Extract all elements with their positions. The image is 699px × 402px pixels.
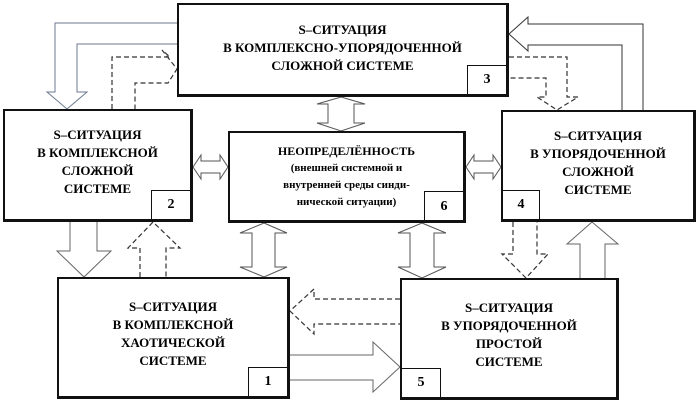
box1-line-3: ХАОТИЧЕСКОЙ [121, 334, 225, 350]
box3-line-1: S–СИТУАЦИЯ [298, 21, 387, 37]
arrow-1-to-5 [290, 340, 401, 394]
box-uncertainty: НЕОПРЕДЕЛЁННОСТЬ (внешней системной и вн… [228, 131, 466, 223]
box2-line-4: СИСТЕМЕ [63, 181, 132, 196]
box3-line-2: В КОМПЛЕКСНО-УПОРЯДОЧЕННОЙ [223, 39, 462, 55]
box6-line-3: внутренней среды синди- [283, 178, 410, 191]
box4-line-2: В УПОРЯДОЧЕННОЙ [530, 145, 666, 161]
arrow-4-to-5 [500, 222, 550, 279]
arrow-5-to-1 [289, 287, 400, 336]
box1-line-2: В КОМПЛЕКСНОЙ [112, 316, 234, 332]
box-ordered-complex-system: S–СИТУАЦИЯ В УПОРЯДОЧЕННОЙ СЛОЖНОЙ СИСТЕ… [501, 110, 696, 222]
box-complex-complex-system: S–СИТУАЦИЯ В КОМПЛЕКСНОЙ СЛОЖНОЙ СИСТЕМЕ… [3, 109, 193, 222]
box5-line-1: S–СИТУАЦИЯ [465, 299, 553, 315]
box5-number: 5 [401, 368, 441, 398]
box2-number: 2 [151, 190, 191, 220]
box4-line-3: СЛОЖНОЙ [562, 163, 634, 179]
box5-line-3: ПРОСТОЙ [475, 335, 543, 351]
box2-line-2: В КОМПЛЕКСНОЙ [37, 145, 158, 160]
arrow-2-to-3 [111, 49, 178, 109]
box6-line-1: НЕОПРЕДЕЛЁННОСТЬ [277, 143, 416, 158]
box4-line-4: СИСТЕМЕ [564, 181, 632, 197]
arrow-3-to-4 [509, 56, 581, 111]
box-complex-chaotic-system: S–СИТУАЦИЯ В КОМПЛЕКСНОЙ ХАОТИЧЕСКОЙ СИС… [57, 277, 290, 399]
box4-line-1: S–СИТУАЦИЯ [554, 127, 642, 143]
box6-line-2: (внешней системной и [290, 161, 403, 174]
box4-number: 4 [502, 190, 540, 220]
arrow-6-2-double [192, 153, 229, 181]
box-ordered-simple-system: S–СИТУАЦИЯ В УПОРЯДОЧЕННОЙ ПРОСТОЙ СИСТЕ… [400, 278, 619, 400]
box2-line-3: СЛОЖНОЙ [61, 163, 134, 178]
box6-line-4: нической ситуации) [296, 195, 397, 208]
box6-number: 6 [424, 191, 464, 221]
box1-number: 1 [248, 367, 288, 397]
box-complex-ordered-complex-system: S–СИТУАЦИЯ В КОМПЛЕКСНО-УПОРЯДОЧЕННОЙ СЛ… [177, 3, 509, 97]
box1-line-4: СИСТЕМЕ [139, 352, 207, 368]
arrow-4-to-3 [508, 15, 644, 110]
arrow-6-1-double [239, 222, 288, 278]
arrow-6-4-double [465, 153, 502, 181]
arrow-2-to-1 [55, 222, 113, 278]
box5-line-2: В УПОРЯДОЧЕННОЙ [441, 317, 577, 333]
box3-line-3: СЛОЖНОЙ СИСТЕМЕ [271, 57, 414, 73]
arrow-1-to-2 [126, 221, 182, 277]
arrow-5-to-4 [565, 221, 620, 278]
arrow-6-3-double [316, 96, 366, 132]
box1-line-1: S–СИТУАЦИЯ [129, 298, 217, 314]
arrow-6-5-double [397, 222, 447, 279]
box3-number: 3 [467, 65, 507, 95]
box2-line-1: S–СИТУАЦИЯ [53, 127, 142, 142]
box5-line-4: СИСТЕМЕ [475, 353, 543, 369]
